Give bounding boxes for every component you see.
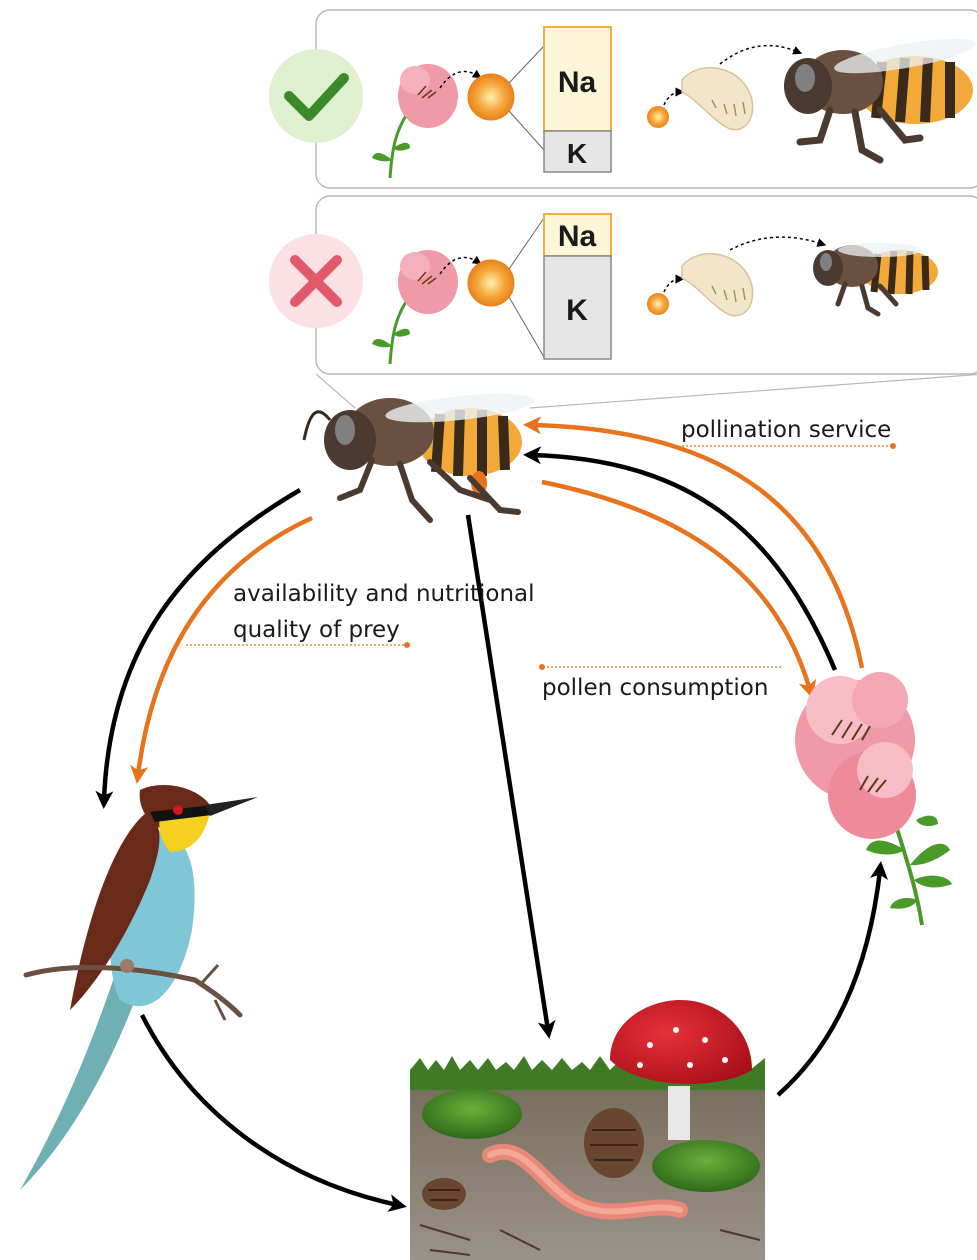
pollen-consumption-text: pollen consumption xyxy=(542,675,768,701)
prey-quality-text-1: availability and nutritional xyxy=(233,581,535,607)
flower-large-icon xyxy=(795,672,952,925)
pollen-grain-icon xyxy=(468,260,514,306)
zoom-line-bottom xyxy=(509,111,544,150)
check-badge xyxy=(269,49,363,143)
arrow-bird-to-soil xyxy=(142,1015,398,1205)
pollination-leader-dot xyxy=(890,443,896,449)
larva-icon xyxy=(682,68,753,130)
feeding-arrow xyxy=(664,279,680,292)
main-bee-icon xyxy=(304,388,536,520)
sodium-label: Na xyxy=(558,66,597,99)
development-arrow xyxy=(720,46,798,64)
panel-poor-nutrition: Na K xyxy=(269,196,977,374)
soil-block-icon xyxy=(410,1000,765,1260)
pollination-service-text: pollination service xyxy=(681,417,891,443)
prey-quality-text-2: quality of prey xyxy=(233,617,400,643)
label-pollen-consumption: pollen consumption xyxy=(539,664,782,701)
feeding-arrow xyxy=(664,92,680,105)
arrow-pollination-service xyxy=(532,425,862,668)
large-bee-icon xyxy=(784,32,977,160)
arrow-prey-quality xyxy=(138,518,312,775)
zoom-line-top xyxy=(509,218,544,269)
small-bee-icon xyxy=(813,243,938,314)
label-pollination-service: pollination service xyxy=(681,417,896,449)
zoom-line-top xyxy=(509,46,544,83)
potassium-label: K xyxy=(567,138,587,169)
arrow-pollen-consumption xyxy=(542,482,810,690)
panel-good-nutrition: Na K xyxy=(269,10,977,188)
prey-leader-dot xyxy=(404,642,410,648)
pollen-grain-icon xyxy=(468,74,514,120)
pollen-food-icon xyxy=(647,293,669,315)
sodium-label: Na xyxy=(558,220,597,253)
pollen-food-icon xyxy=(647,106,669,128)
callout-lines xyxy=(316,374,977,408)
arrow-soil-to-flower xyxy=(778,870,880,1095)
bee-eater-bird-icon xyxy=(20,785,258,1190)
zoom-line-bottom xyxy=(509,297,544,357)
potassium-label: K xyxy=(566,294,588,327)
development-arrow xyxy=(730,237,822,250)
larva-icon xyxy=(682,254,753,316)
